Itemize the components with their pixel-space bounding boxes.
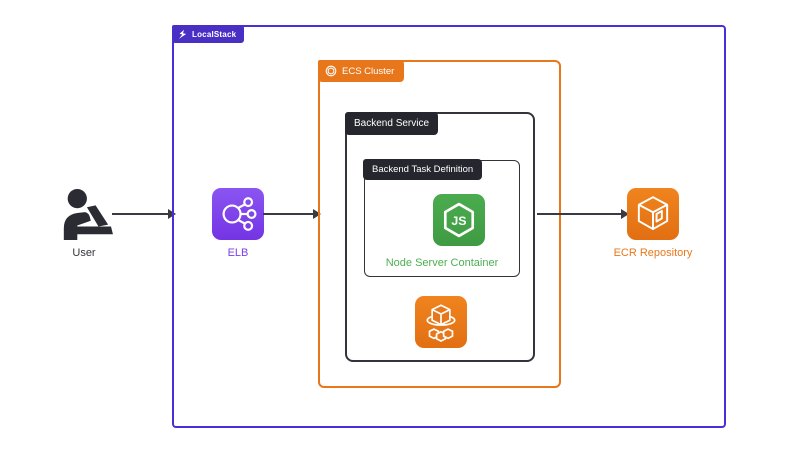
node-server-container-label: Node Server Container bbox=[385, 257, 499, 269]
elb-label: ELB bbox=[227, 247, 249, 259]
arrowhead bbox=[313, 209, 321, 219]
backend-task-definition-boundary: Backend Task Definition JS Node Server C… bbox=[363, 159, 520, 277]
ecr-repository-label: ECR Repository bbox=[613, 247, 693, 259]
backend-task-definition-label: Backend Task Definition bbox=[372, 164, 474, 175]
nodejs-icon-letters: JS bbox=[451, 214, 466, 228]
backend-service-badge: Backend Service bbox=[345, 112, 439, 135]
ecs-cluster-badge-icon bbox=[325, 65, 337, 77]
localstack-boundary: LocalStack bbox=[172, 25, 726, 428]
elastic-load-balancer-icon bbox=[212, 188, 264, 240]
backend-service-boundary: Backend Service Backend Task Definition … bbox=[345, 112, 535, 362]
arrow-user-to-elb bbox=[112, 209, 176, 219]
ecs-cluster-boundary: ECS Cluster Backend Service Backend Task… bbox=[318, 60, 561, 388]
localstack-badge: LocalStack bbox=[172, 25, 245, 43]
localstack-logo-icon bbox=[178, 29, 187, 39]
arrow-service-to-ecr bbox=[537, 209, 629, 219]
user-label: User bbox=[72, 247, 96, 259]
arrow-elb-to-cluster bbox=[263, 209, 321, 219]
ecs-service-icon bbox=[415, 296, 467, 348]
ecs-cluster-badge: ECS Cluster bbox=[318, 60, 405, 82]
ecr-repository-icon bbox=[627, 188, 679, 240]
user-laptop-icon bbox=[63, 188, 113, 240]
localstack-label: LocalStack bbox=[192, 29, 237, 39]
nodejs-icon: JS bbox=[433, 194, 485, 246]
ecs-cluster-label: ECS Cluster bbox=[342, 65, 395, 77]
arrowhead bbox=[621, 209, 629, 219]
backend-task-definition-badge: Backend Task Definition bbox=[363, 159, 483, 180]
backend-service-label: Backend Service bbox=[354, 118, 430, 129]
